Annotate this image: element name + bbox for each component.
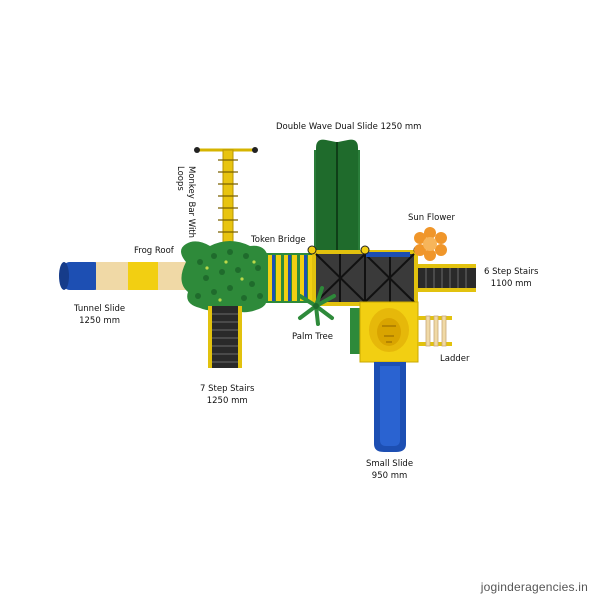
six-step-stairs [418, 264, 476, 292]
monkey-bar-label: Monkey Bar With Loops [174, 166, 196, 238]
sun-flower [414, 227, 447, 261]
small-slide-label: Small Slide 950 mm [366, 458, 413, 482]
frog-roof-label: Frog Roof [134, 246, 174, 256]
token-bridge [266, 253, 316, 303]
tunnel-slide-label: Tunnel Slide 1250 mm [74, 303, 125, 327]
monkey-bar-label-line1: Monkey Bar With [186, 166, 196, 239]
seven-step-stairs-label-line2: 1250 mm [206, 396, 248, 406]
token-bridge-label: Token Bridge [251, 235, 306, 245]
seven-step-stairs [208, 306, 242, 368]
tunnel-slide-label-line2: 1250 mm [79, 316, 120, 326]
monkey-bar-label-line2: Loops [175, 166, 185, 191]
main-deck [307, 245, 423, 306]
small-slide-label-line1: Small Slide [366, 459, 414, 469]
double-wave-label: Double Wave Dual Slide 1250 mm [276, 122, 422, 132]
six-step-stairs-label: 6 Step Stairs 1100 mm [484, 266, 538, 290]
palm-tree-label: Palm Tree [292, 332, 334, 342]
small-slide [374, 362, 406, 452]
ladder [418, 315, 452, 347]
seven-step-stairs-label-line1: 7 Step Stairs [200, 384, 255, 394]
lower-deck [350, 301, 419, 363]
double-wave-dual-slide [314, 139, 360, 252]
tunnel-slide [59, 262, 188, 290]
six-step-stairs-label-line2: 1100 mm [490, 279, 532, 289]
ladder-label: Ladder [440, 354, 470, 364]
seven-step-stairs-label: 7 Step Stairs 1250 mm [200, 383, 254, 407]
frog-roof [181, 241, 272, 313]
sun-flower-label: Sun Flower [408, 213, 455, 223]
watermark: joginderagencies.in [480, 580, 588, 594]
monkey-bar [194, 147, 258, 251]
small-slide-label-line2: 950 mm [371, 471, 408, 481]
tunnel-slide-label-line1: Tunnel Slide [74, 304, 126, 314]
palm-tree [298, 286, 336, 326]
six-step-stairs-label-line1: 6 Step Stairs [484, 267, 539, 277]
